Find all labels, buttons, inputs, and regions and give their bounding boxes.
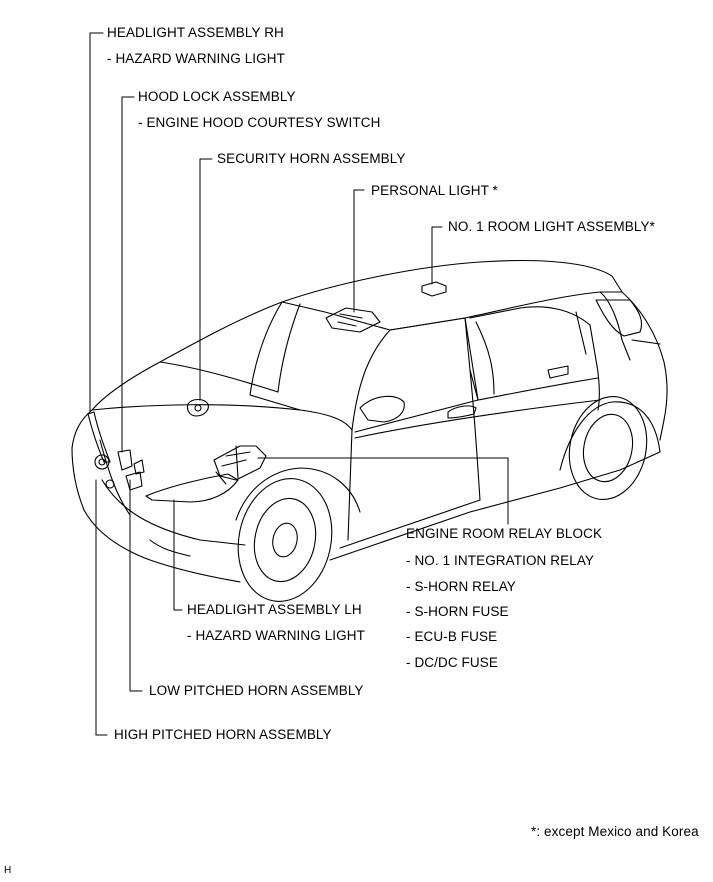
personal-light-shape [325,307,381,333]
label-headlight-lh: HEADLIGHT ASSEMBLY LH [187,602,362,617]
leader-relay-block [257,457,509,525]
label-room-light: NO. 1 ROOM LIGHT ASSEMBLY* [448,219,655,234]
headlight-lh-shape [145,473,239,503]
corner-code: H [4,865,12,876]
low-horn-shape [125,471,143,491]
label-relay-item: - S-HORN FUSE [406,604,509,619]
label-high-horn: HIGH PITCHED HORN ASSEMBLY [114,727,332,742]
label-low-horn: LOW PITCHED HORN ASSEMBLY [149,683,364,698]
label-hood-lock-sub: - ENGINE HOOD COURTESY SWITCH [138,115,381,130]
label-relay-item: - NO. 1 INTEGRATION RELAY [406,553,595,568]
leader-low-horn [129,479,143,692]
leader-security-horn [199,158,213,401]
label-relay-item: - S-HORN RELAY [406,579,516,594]
leader-headlight-rh [89,32,104,413]
label-headlight-rh: HEADLIGHT ASSEMBLY RH [107,25,284,40]
label-relay-block: ENGINE ROOM RELAY BLOCK [406,526,603,541]
label-relay-item: - DC/DC FUSE [406,655,498,670]
leader-room-light [431,226,443,285]
room-light-shape [421,281,447,297]
label-hood-lock: HOOD LOCK ASSEMBLY [138,89,296,104]
label-headlight-rh-sub: - HAZARD WARNING LIGHT [107,51,285,66]
label-security-horn: SECURITY HORN ASSEMBLY [217,151,406,166]
label-relay-item: - ECU-B FUSE [406,629,498,644]
hood-lock-shape [117,449,133,471]
headlight-rh-shape [87,411,111,463]
leader-high-horn [95,479,108,736]
relay-block-shape [213,445,267,481]
high-horn-shape [105,479,115,489]
component-parts [87,281,447,503]
leader-personal-light [353,189,365,313]
leader-hood-lock [121,96,135,453]
label-headlight-lh-sub: - HAZARD WARNING LIGHT [187,628,365,643]
footnote: *: except Mexico and Korea [531,824,699,839]
leader-lines [89,32,509,736]
label-personal-light: PERSONAL LIGHT * [371,183,498,198]
leader-headlight-lh [173,499,183,611]
car-body [71,259,668,602]
security-horn-shape [186,398,209,417]
